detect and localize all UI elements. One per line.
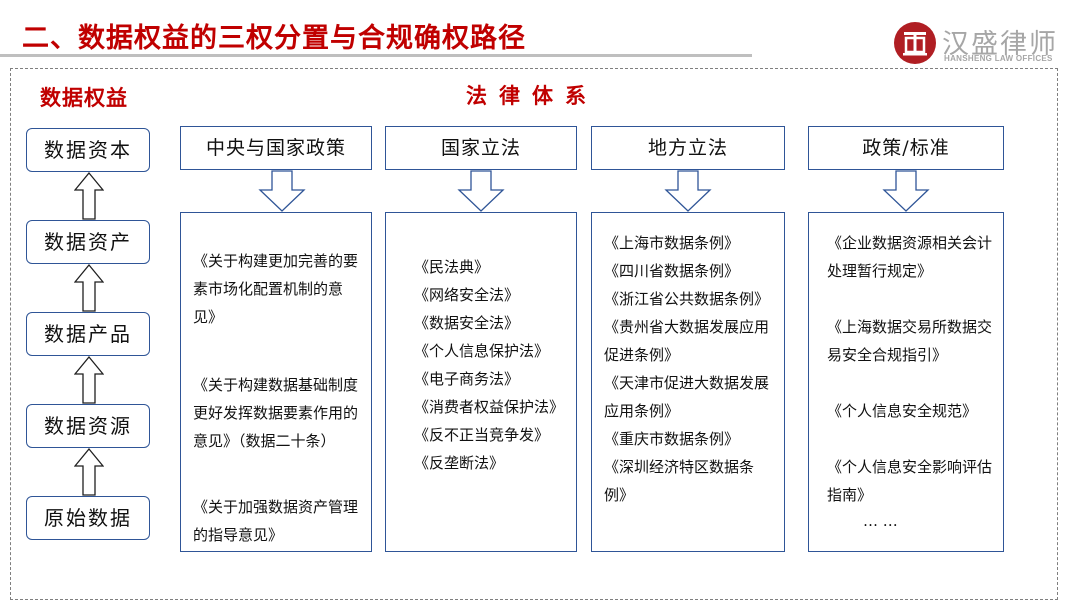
list-item: 《上海数据交易所数据交易安全合规指引》 <box>827 318 993 364</box>
list-item: 《企业数据资源相关会计处理暂行规定》 <box>827 234 993 280</box>
column-header-local-legislation: 地方立法 <box>591 126 785 170</box>
logo-english-name: HANSHENG LAW OFFICES <box>944 54 1053 63</box>
data-rights-item-product: 数据产品 <box>26 312 150 356</box>
list-item: 《四川省数据条例》 <box>604 262 740 280</box>
down-arrow-icon <box>664 170 712 212</box>
column-header-national-legislation: 国家立法 <box>385 126 577 170</box>
column-header-policy-standards: 政策/标准 <box>808 126 1004 170</box>
up-arrow-icon <box>74 264 104 312</box>
down-arrow-icon <box>258 170 306 212</box>
data-rights-item-raw-data: 原始数据 <box>26 496 150 540</box>
list-item: 《个人信息保护法》 <box>414 342 550 360</box>
data-rights-item-capital: 数据资本 <box>26 128 150 172</box>
up-arrow-icon <box>74 172 104 220</box>
list-item: 《电子商务法》 <box>414 370 520 388</box>
content-frame <box>10 68 1058 600</box>
column-header-central-policy: 中央与国家政策 <box>180 126 372 170</box>
legal-system-heading: 法律体系 <box>466 83 598 108</box>
data-rights-heading: 数据权益 <box>40 85 128 110</box>
data-rights-item-asset: 数据资产 <box>26 220 150 264</box>
list-item: 《关于加强数据资产管理的指导意见》 <box>193 498 359 544</box>
list-item: 《关于构建更加完善的要素市场化配置机制的意见》 <box>193 252 359 326</box>
column-body-national-legislation: 《民法典》 《网络安全法》 《数据安全法》 《个人信息保护法》 《电子商务法》 … <box>385 212 577 552</box>
list-item: 《天津市促进大数据发展应用条例》 <box>604 374 770 420</box>
logo-name: 汉盛律师 <box>942 29 1058 60</box>
list-item: 《深圳经济特区数据条例》 <box>604 458 755 504</box>
up-arrow-icon <box>74 448 104 496</box>
down-arrow-icon <box>882 170 930 212</box>
list-item: 《个人信息安全影响评估指南》 <box>827 458 993 504</box>
column-body-policy-standards: 《企业数据资源相关会计处理暂行规定》 《上海数据交易所数据交易安全合规指引》 《… <box>808 212 1004 552</box>
list-item: 《上海市数据条例》 <box>604 234 740 252</box>
title-underline <box>0 54 752 57</box>
up-arrow-icon <box>74 356 104 404</box>
column-body-central-policy: 《关于构建更加完善的要素市场化配置机制的意见》 《关于构建数据基础制度更好发挥数… <box>180 212 372 552</box>
list-item: 《反垄断法》 <box>414 454 505 472</box>
down-arrow-icon <box>457 170 505 212</box>
list-item: 《浙江省公共数据条例》 <box>604 290 770 308</box>
page-title: 二、数据权益的三权分置与合规确权路径 <box>22 23 526 54</box>
list-item: 《贵州省大数据发展应用促进条例》 <box>604 318 770 364</box>
list-item: 《反不正当竞争发》 <box>414 426 550 444</box>
list-item: 《数据安全法》 <box>414 314 520 332</box>
logo-seal-icon <box>894 22 936 64</box>
list-item: 《网络安全法》 <box>414 286 520 304</box>
logo: 汉盛律师 HANSHENG LAW OFFICES <box>894 22 1064 66</box>
list-item: 《消费者权益保护法》 <box>414 398 565 416</box>
list-item: 《个人信息安全规范》 <box>827 402 978 420</box>
data-rights-item-resource: 数据资源 <box>26 404 150 448</box>
list-item: 《关于构建数据基础制度更好发挥数据要素作用的意见》（数据二十条） <box>193 376 359 450</box>
list-item: 《民法典》 <box>414 258 490 276</box>
list-item: 《重庆市数据条例》 <box>604 430 740 448</box>
column-body-local-legislation: 《上海市数据条例》 《四川省数据条例》 《浙江省公共数据条例》 《贵州省大数据发… <box>591 212 785 552</box>
list-item-ellipsis: … … <box>863 512 898 530</box>
